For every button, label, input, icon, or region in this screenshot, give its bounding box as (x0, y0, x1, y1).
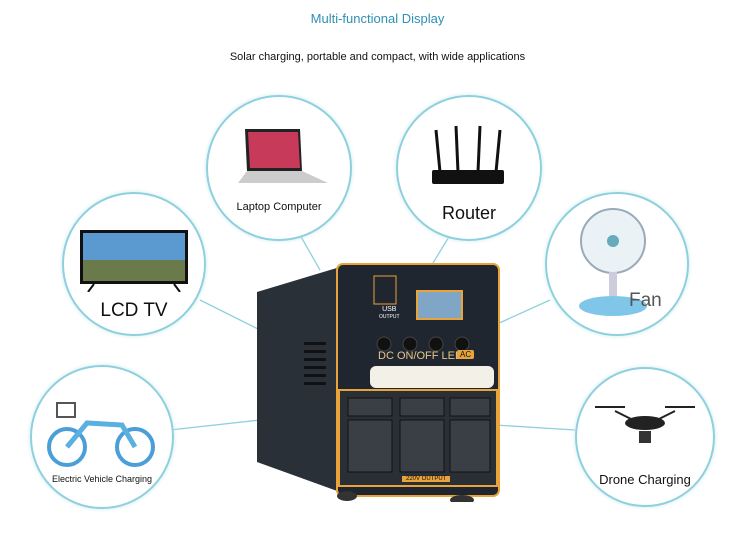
fan-label: Fan (629, 290, 662, 311)
tv-label: LCD TV (100, 300, 168, 321)
ev-label: Electric Vehicle Charging (51, 474, 153, 484)
laptop-label: Laptop Computer (236, 201, 322, 213)
tv-icon (80, 230, 188, 292)
ac-badge: AC (457, 350, 475, 359)
drone-label: Drone Charging (599, 472, 691, 487)
router-card: Router (396, 95, 542, 241)
fan-card: Fan (545, 192, 689, 336)
router-icon (432, 125, 504, 184)
ev-card: Electric Vehicle Charging (30, 365, 174, 509)
usb-label: USB (382, 306, 397, 313)
laptop-card: Laptop Computer (206, 95, 352, 241)
power-station-body (257, 263, 500, 502)
page-title: Multi-functional Display (310, 11, 445, 26)
fan-icon (579, 208, 647, 316)
electric-bike-icon (47, 402, 155, 467)
usb-sublabel: OUTPUT (379, 314, 400, 320)
drone-card: Drone Charging (575, 367, 715, 507)
laptop-icon (238, 129, 328, 183)
drone-icon (595, 406, 695, 443)
tv-card: LCD TV (62, 192, 206, 336)
page-subtitle: Solar charging, portable and compact, wi… (229, 51, 526, 63)
panel-label: DC ON/OFF LED (378, 350, 463, 362)
output-label: 220V OUTPUT (402, 476, 451, 482)
router-label: Router (441, 203, 497, 223)
